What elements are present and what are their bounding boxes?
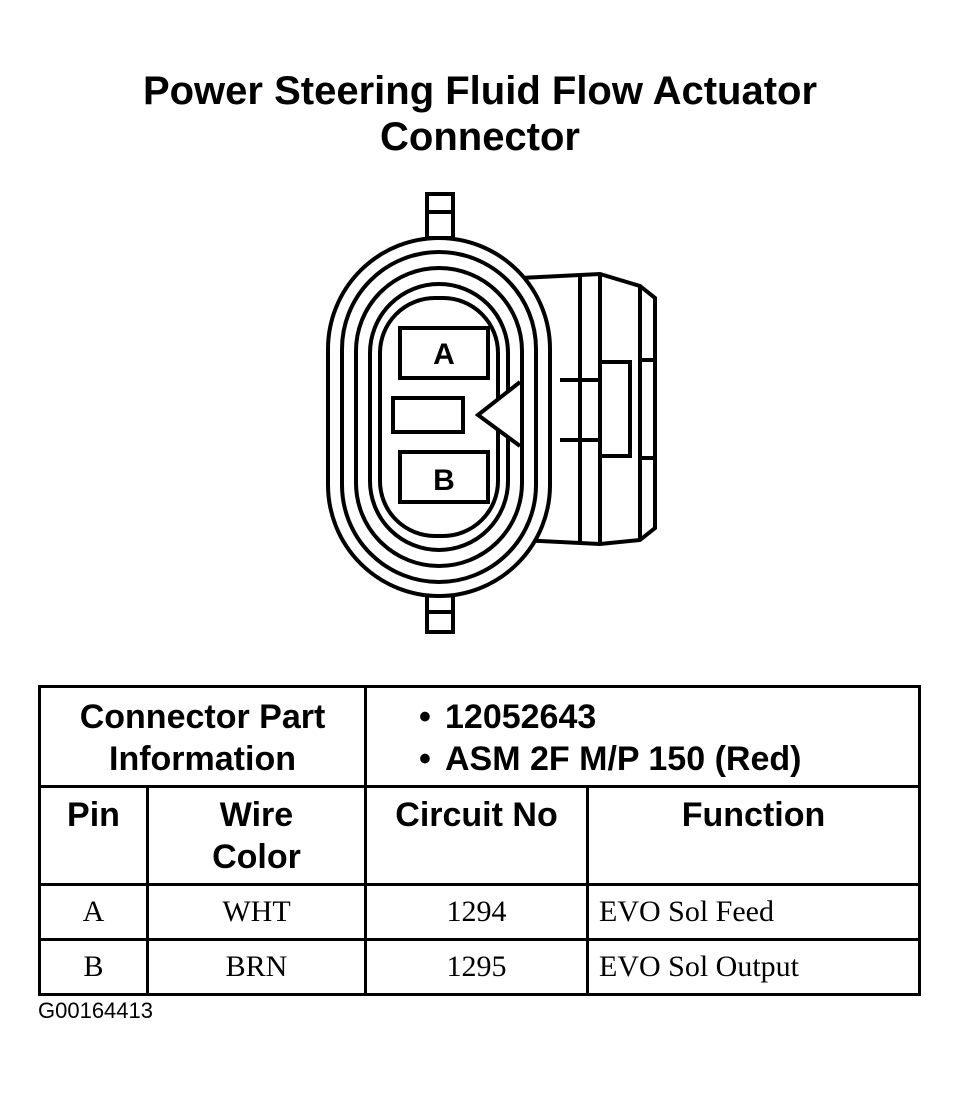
cell-circuit-no: 1295: [364, 938, 589, 996]
cell-wire-color: BRN: [146, 938, 367, 996]
part-info-row: Connector Part Information • 12052643 • AS…: [38, 685, 922, 788]
cell-pin: B: [38, 938, 149, 996]
table-row: A WHT 1294 EVO Sol Feed: [38, 883, 922, 941]
part-info-label-line-2: Information: [109, 740, 296, 778]
header-function: Function: [585, 785, 922, 886]
title-line-2: Connector: [380, 115, 580, 159]
header-row: Pin Wire Color Circuit No Function: [38, 785, 922, 886]
part-info-label-cell: Connector Part Information: [38, 685, 367, 788]
cell-function: EVO Sol Feed: [585, 883, 922, 941]
top-tab: [425, 192, 455, 240]
diagram-title: Power Steering Fluid Flow Actuator Conne…: [0, 68, 956, 160]
cell-circuit-no: 1294: [364, 883, 589, 941]
bullet: •: [419, 698, 431, 736]
pin-cavity-a: [398, 326, 490, 380]
cell-pin: A: [38, 883, 149, 941]
part-numbers-cell: • 12052643 • ASM 2F M/P 150 (Red): [363, 685, 922, 788]
part-info-label-line-1: Connector Part: [79, 698, 326, 736]
connector-side-body: [518, 271, 657, 547]
bullet: •: [419, 740, 431, 778]
part-number-item: • 12052643: [419, 696, 918, 738]
figure-code: G00164413: [38, 998, 153, 1023]
header-wire-color: Wire Color: [146, 785, 367, 886]
cell-function: EVO Sol Output: [585, 938, 922, 996]
connector-drawing: A B: [326, 192, 657, 634]
cell-wire-color: WHT: [146, 883, 367, 941]
key-slot: [391, 396, 465, 434]
pin-label-b: B: [433, 464, 455, 497]
header-pin: Pin: [38, 785, 149, 886]
part-number-value: ASM 2F M/P 150 (Red): [445, 740, 802, 778]
pin-label-a: A: [433, 338, 455, 371]
connector-info-table: Connector Part Information • 12052643 • AS…: [38, 685, 922, 996]
header-wire-color-line-2: Color: [212, 838, 301, 876]
part-number-item: • ASM 2F M/P 150 (Red): [419, 738, 918, 780]
header-wire-color-line-1: Wire: [219, 796, 294, 834]
polarization-arrow: [474, 380, 522, 448]
part-number-value: 12052643: [445, 698, 597, 736]
title-line-1: Power Steering Fluid Flow Actuator: [142, 69, 818, 113]
table-row: B BRN 1295 EVO Sol Output: [38, 938, 922, 996]
pin-cavity-b: [398, 450, 490, 504]
header-circuit-no: Circuit No: [364, 785, 589, 886]
